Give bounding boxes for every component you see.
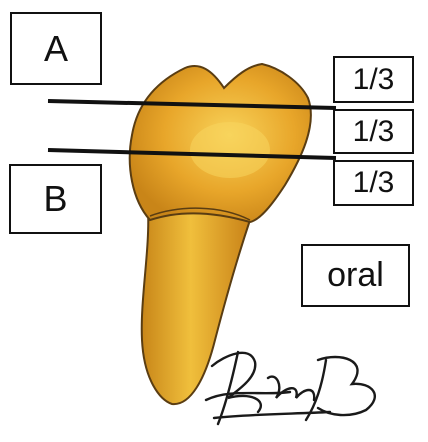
- third-label-3: 1/3: [333, 160, 414, 206]
- label-a: A: [10, 12, 102, 85]
- third-label-2: 1/3: [333, 109, 414, 154]
- signature: [206, 352, 375, 424]
- label-b: B: [9, 164, 102, 234]
- label-oral: oral: [301, 244, 410, 307]
- third-label-1: 1/3: [333, 56, 414, 103]
